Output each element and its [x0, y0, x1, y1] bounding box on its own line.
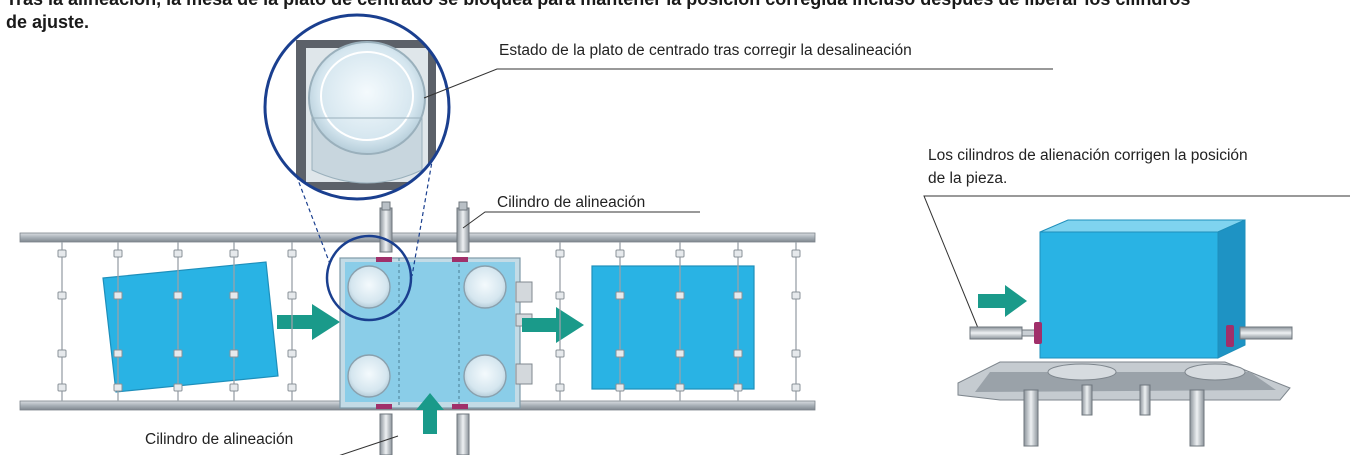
push-arrow-up [416, 393, 444, 434]
alignment-cylinders-vertical [379, 201, 470, 455]
page-heading: Tras la alineación, la mesa de la plato … [6, 0, 1346, 34]
conveyor-post [733, 242, 743, 401]
heading-line-2: de ajuste. [6, 12, 90, 32]
heading-line-1: Tras la alineación, la mesa de la plato … [6, 0, 1190, 9]
side-view-illustration [957, 219, 1293, 447]
conveyor-post [791, 242, 801, 401]
label-cylinder-top: Cilindro de alineación [497, 194, 646, 211]
conveyor-post [675, 242, 685, 401]
flow-arrow-1 [277, 304, 340, 340]
side-caption-line-1: Los cilindros de alienación corrigen la … [928, 147, 1248, 164]
conveyor-post [555, 242, 565, 401]
workpiece-aligned [591, 265, 755, 390]
conveyor-post [57, 242, 67, 401]
leader-lines [339, 68, 1350, 455]
zoom-detail [263, 13, 451, 322]
side-caption-line-2: de la pieza. [928, 170, 1008, 187]
conveyor-post [173, 242, 183, 401]
conveyor-post [615, 242, 625, 401]
label-cylinder-bottom: Cilindro de alineación [145, 431, 294, 448]
centering-table [339, 257, 533, 409]
flow-arrow-2 [522, 307, 584, 343]
conveyor-post [229, 242, 239, 401]
label-plate-state: Estado de la plato de centrado tras corr… [499, 42, 912, 59]
label-side-caption: Los cilindros de alienación corrigen la … [928, 144, 1248, 190]
conveyor-post [113, 242, 123, 401]
conveyor-post [287, 242, 297, 401]
